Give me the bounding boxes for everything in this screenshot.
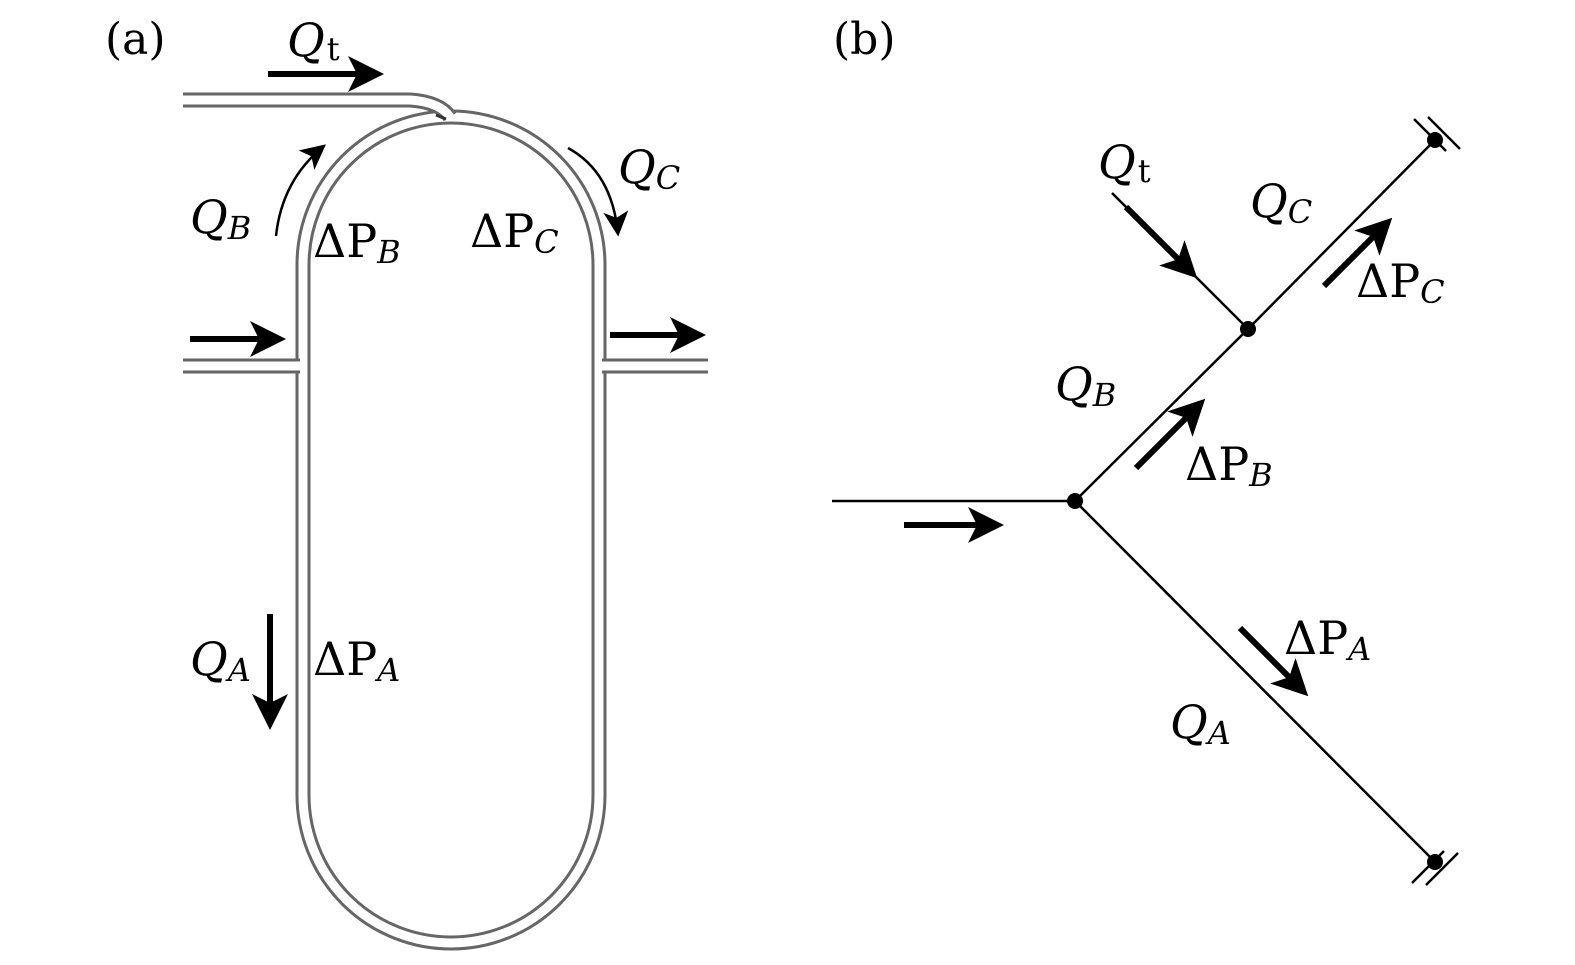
edge-c bbox=[1247, 139, 1436, 330]
node-terminal-bottom bbox=[1427, 854, 1443, 870]
flow-arrow-dpb-b bbox=[1133, 398, 1206, 471]
label-qc: QC bbox=[618, 140, 680, 197]
channel-top bbox=[183, 92, 457, 122]
flow-arrow-qb bbox=[274, 144, 326, 237]
edge-a bbox=[1074, 500, 1436, 863]
flow-arrow-qt-b bbox=[1123, 204, 1198, 279]
flow-arrow-qc bbox=[567, 146, 629, 237]
label-qb-b: QB bbox=[1055, 357, 1116, 414]
label-dpa-b: ΔPA bbox=[1284, 611, 1371, 668]
edge-b bbox=[1074, 328, 1249, 502]
label-qt-b: Qt bbox=[1098, 135, 1151, 190]
panel-a-label: (a) bbox=[105, 14, 166, 65]
label-dpc-b: ΔPC bbox=[1356, 254, 1445, 311]
label-qa-b: QA bbox=[1170, 695, 1231, 752]
node-junction-t bbox=[1240, 321, 1256, 337]
label-dpa: ΔPA bbox=[313, 632, 400, 689]
label-dpc: ΔPC bbox=[470, 204, 559, 261]
panel-a: (a) Qt QB bbox=[105, 13, 708, 951]
panel-b: (b) Qt QC bbox=[832, 14, 1461, 886]
flow-arrow-dpc-b bbox=[1321, 217, 1393, 289]
panel-b-label: (b) bbox=[833, 14, 896, 65]
label-dpb-b: ΔPB bbox=[1185, 437, 1273, 494]
label-qb: QB bbox=[190, 190, 251, 247]
label-dpb: ΔPB bbox=[313, 214, 401, 271]
node-terminal-top bbox=[1427, 132, 1443, 148]
flow-arrow-dpa-b bbox=[1237, 625, 1309, 697]
label-qc-b: QC bbox=[1250, 174, 1312, 231]
label-qt: Qt bbox=[287, 13, 340, 68]
node-junction-main bbox=[1067, 493, 1083, 509]
channel-loop bbox=[295, 109, 607, 951]
label-qa: QA bbox=[190, 632, 251, 689]
